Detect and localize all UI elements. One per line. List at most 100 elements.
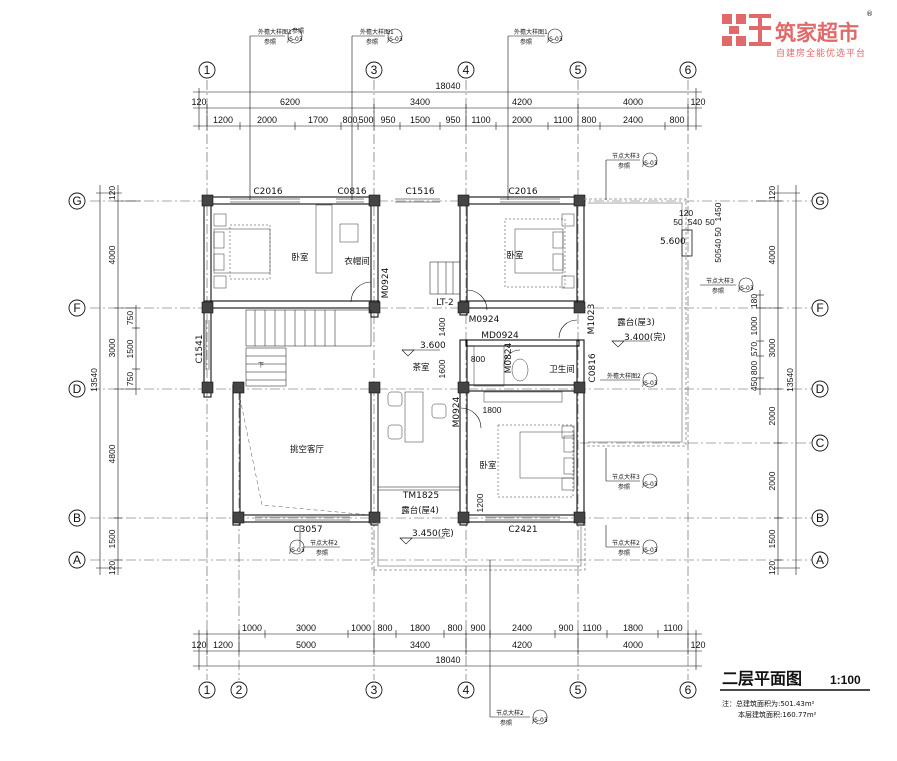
- terraces: [371, 198, 693, 571]
- dim-top-detail: 1100: [471, 115, 490, 125]
- grid-lines: [90, 80, 812, 680]
- callout-ref: JS-03: [531, 717, 548, 724]
- dim-right-detail: 800: [749, 361, 759, 375]
- callout-ref: JS-03: [286, 36, 303, 43]
- windows: [205, 198, 560, 521]
- callout-sub: 参照: [292, 27, 304, 35]
- dim-right-main: 120: [767, 561, 777, 575]
- callout-ref: JS-03: [288, 547, 305, 554]
- dim-right-detail: 1000: [749, 316, 759, 335]
- dim-left-detail: 1500: [125, 339, 135, 358]
- dim-bottom-detail: 900: [558, 623, 573, 633]
- axis-bottom-6: 6: [685, 683, 692, 697]
- window-label: C1541: [195, 334, 205, 363]
- dim-left-main: 3000: [107, 338, 117, 357]
- walls: [203, 196, 585, 526]
- axis-bottom-1: 1: [204, 683, 211, 697]
- dim-top-detail: 2000: [512, 115, 532, 125]
- dim-bottom-detail: 3000: [296, 623, 316, 633]
- dim-bottom-main: 120: [191, 640, 206, 650]
- dim-right-detail: 180: [749, 294, 759, 308]
- dim-top-detail: 1700: [308, 115, 328, 125]
- dim-left-main: 1500: [107, 529, 117, 548]
- dim-bottom-main: 1200: [213, 640, 233, 650]
- callout-ref: JS-03: [737, 285, 754, 292]
- dim-small: 50: [673, 217, 683, 227]
- brand-slogan: 自建房全能优选平台: [776, 47, 866, 59]
- dim-bottom-main: 5000: [296, 640, 316, 650]
- stair-label: LT-2: [436, 298, 453, 308]
- room-bathroom: 卫生间: [549, 364, 575, 375]
- callout-label: 外檐大样图1: [258, 28, 292, 36]
- stair-note: 下: [258, 362, 264, 369]
- axis-left-d: D: [73, 382, 82, 396]
- dim-top-detail: 950: [445, 115, 460, 125]
- room-terrace-4: 露台(屋4): [401, 505, 439, 516]
- room-bedroom-2: 卧室: [506, 250, 524, 261]
- axis-right-a: A: [816, 553, 824, 567]
- callout-label: 节点大样2: [496, 709, 524, 717]
- window-label: C2421: [508, 525, 537, 535]
- door-label: M0924: [469, 315, 500, 325]
- door-label: TM1825: [402, 491, 439, 501]
- callout-sub: 参照: [500, 719, 512, 727]
- room-bedroom-1: 卧室: [291, 252, 309, 263]
- room-void-living: 挑空客厅: [290, 444, 325, 455]
- callout-leaders: [249, 28, 754, 725]
- dim-top-main: 3400: [410, 97, 430, 107]
- elevation-label: 3.400(完): [624, 331, 666, 343]
- axis-left-g: G: [72, 194, 81, 208]
- window-label: C2016: [253, 187, 282, 197]
- dim-bottom-main: 4200: [512, 640, 532, 650]
- dim-top-total: 18040: [435, 81, 460, 91]
- dim-small: 50: [713, 227, 723, 237]
- axis-top-4: 4: [463, 63, 470, 77]
- window-label: C1516: [405, 187, 434, 197]
- door-label: M0924: [452, 396, 462, 427]
- door-label: M0924: [381, 267, 391, 298]
- dim-bottom-detail: 1000: [351, 623, 371, 633]
- dim-bottom-total: 18040: [435, 655, 460, 665]
- dim-top-main: 4200: [512, 97, 532, 107]
- callout-sub: 参照: [366, 38, 378, 46]
- callout-label: 外檐大样图1: [360, 28, 394, 36]
- callout-label: 节点大样2: [310, 539, 338, 547]
- axis-top-6: 6: [685, 63, 692, 77]
- dim-inner: 1200: [475, 493, 485, 512]
- dim-left-main: 120: [107, 561, 117, 575]
- callout-ref: JS-03: [641, 160, 658, 167]
- dim-right-total: 13540: [785, 368, 795, 392]
- axis-right-b: B: [816, 511, 824, 525]
- callout-label: 节点大样3: [706, 277, 734, 285]
- door-label: M1023: [587, 304, 597, 335]
- dim-bottom-main: 3400: [410, 640, 430, 650]
- dim-bottom-detail: 800: [447, 623, 462, 633]
- axis-right-f: F: [816, 301, 823, 315]
- dim-small: 1450: [713, 202, 723, 221]
- dim-inner: 800: [471, 354, 485, 364]
- dim-bottom-detail: 2400: [512, 623, 532, 633]
- dim-left-total: 13540: [89, 368, 99, 392]
- callout-sub: 参照: [316, 549, 328, 557]
- dim-inner: 1800: [483, 405, 502, 415]
- dim-left-detail: 750: [125, 372, 135, 386]
- callout-label: 外檐大样图2: [607, 372, 641, 380]
- dim-right-main: 3000: [767, 338, 777, 357]
- axis-right-d: D: [816, 382, 825, 396]
- callout-label: 节点大样2: [612, 539, 640, 547]
- drawing-title: 二层平面图: [722, 669, 802, 688]
- dim-right-detail: 450: [749, 377, 759, 391]
- callout-sub: 参照: [618, 162, 630, 170]
- dim-left-main: 4800: [107, 444, 117, 463]
- elevation-label: 5.600: [660, 237, 686, 247]
- room-terrace-3: 露台(屋3): [617, 317, 655, 328]
- dim-small: 50: [713, 253, 723, 263]
- dim-bottom-detail: 1800: [623, 623, 643, 633]
- callout-sub: 参照: [712, 287, 724, 295]
- elevation-label: 3.450(完): [412, 527, 454, 539]
- dim-top-main: 4000: [623, 97, 643, 107]
- axis-bottom-4: 4: [463, 683, 470, 697]
- dim-bottom-detail: 1100: [582, 623, 601, 633]
- callout-ref: JS-03: [641, 547, 658, 554]
